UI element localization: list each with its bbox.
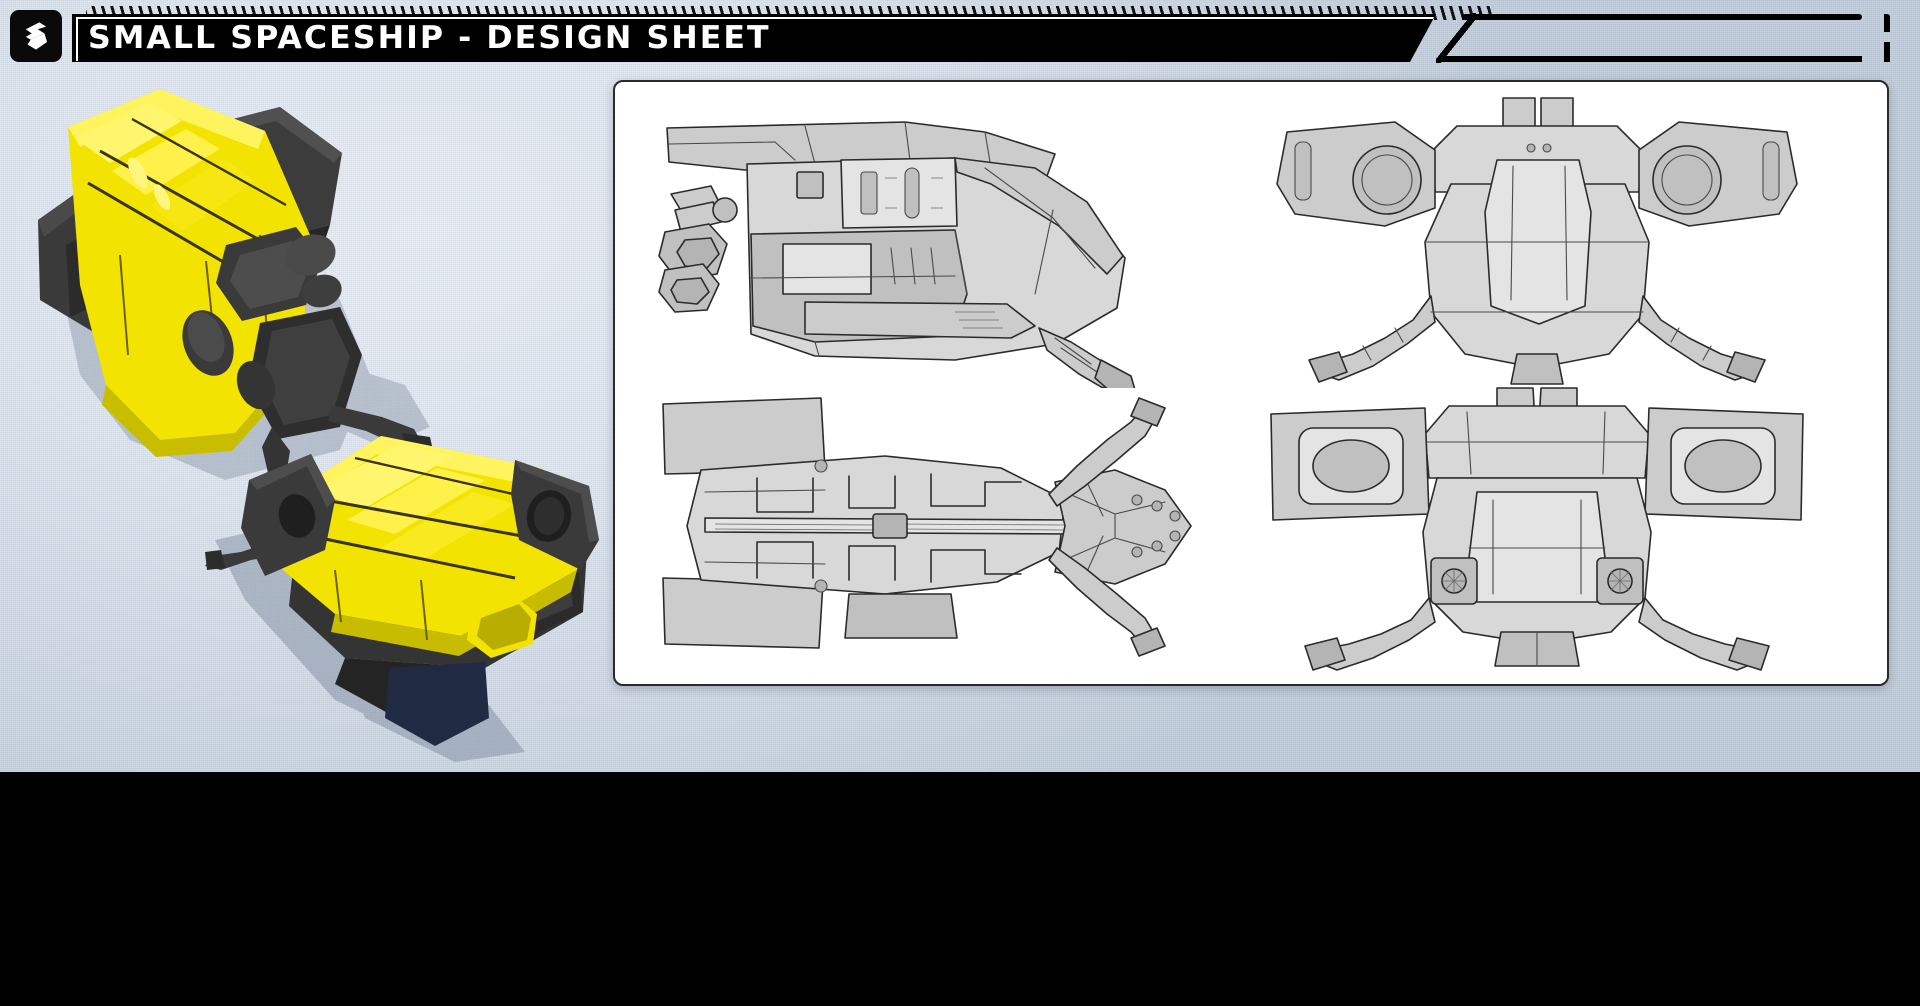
tab-cap-bottom: [1884, 42, 1890, 62]
tab-fill-area: [1444, 18, 1880, 58]
ortho-rear-view: [1245, 382, 1825, 672]
page-title: SMALL SPACESHIP - DESIGN SHEET: [88, 20, 771, 56]
title-plate: [72, 14, 1436, 62]
ortho-top-view: [645, 382, 1235, 672]
bottom-letterbox-bar: [0, 772, 1920, 1006]
header-right-tab[interactable]: [1436, 13, 1890, 63]
logo-badge[interactable]: [10, 10, 62, 62]
angular-z-logo-icon: [19, 19, 53, 53]
hero-render-top-left: [10, 55, 630, 485]
tab-top-edge: [1462, 14, 1862, 20]
hero-render-bottom-right: [185, 400, 625, 770]
tab-cap-top: [1884, 14, 1890, 32]
sheet-header: SMALL SPACESHIP - DESIGN SHEET: [0, 0, 1920, 63]
ortho-views-grid: [615, 82, 1887, 684]
ortho-front-view: [1235, 92, 1825, 392]
tab-slant-edge: [1436, 13, 1476, 63]
tab-bottom-edge: [1438, 56, 1862, 62]
ortho-side-view: [655, 98, 1215, 388]
ortho-views-panel: [613, 80, 1889, 686]
